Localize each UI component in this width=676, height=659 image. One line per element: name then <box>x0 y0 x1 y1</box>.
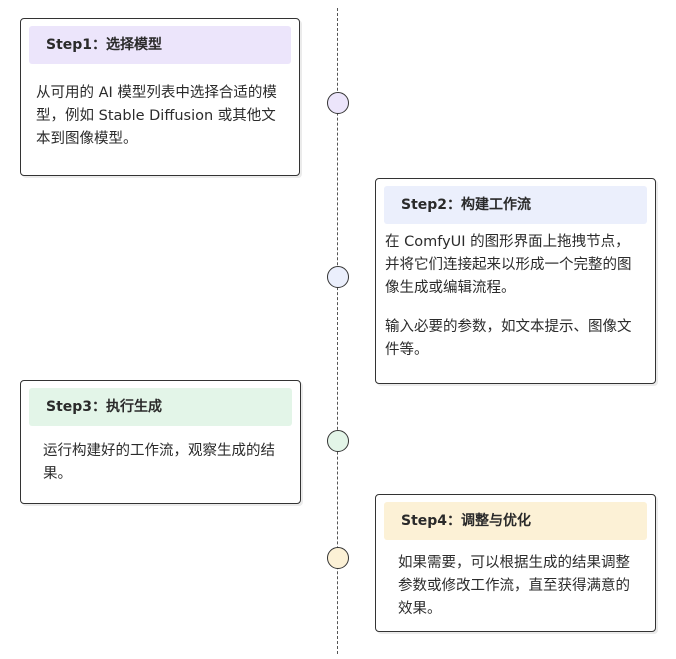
step-paragraph: 输入必要的参数，如文本提示、图像文件等。 <box>385 319 632 358</box>
timeline-node-step2 <box>327 266 349 288</box>
step-paragraph: 在 ComfyUI 的图形界面上拖拽节点，并将它们连接起来以形成一个完整的图像生… <box>385 234 632 296</box>
step-description: 如果需要，可以根据生成的结果调整参数或修改工作流，直至获得满意的效果。 <box>398 552 637 621</box>
step-description: 在 ComfyUI 的图形界面上拖拽节点，并将它们连接起来以形成一个完整的图像生… <box>385 231 643 362</box>
step-paragraph: 运行构建好的工作流，观察生成的结果。 <box>43 443 275 482</box>
timeline-node-step3 <box>327 430 349 452</box>
timeline-node-step4 <box>327 547 349 569</box>
step-card-4: Step4：调整与优化 如果需要，可以根据生成的结果调整参数或修改工作流，直至获… <box>375 494 656 632</box>
step-title: Step3：执行生成 <box>29 388 292 426</box>
step-card-3: Step3：执行生成 运行构建好的工作流，观察生成的结果。 <box>20 380 301 504</box>
step-paragraph: 从可用的 AI 模型列表中选择合适的模型，例如 Stable Diffusion… <box>36 85 277 147</box>
step-title: Step1：选择模型 <box>29 26 291 64</box>
step-description: 从可用的 AI 模型列表中选择合适的模型，例如 Stable Diffusion… <box>36 82 285 151</box>
step-description: 运行构建好的工作流，观察生成的结果。 <box>43 440 276 486</box>
step-card-1: Step1：选择模型 从可用的 AI 模型列表中选择合适的模型，例如 Stabl… <box>20 18 300 176</box>
step-title: Step2：构建工作流 <box>384 186 647 224</box>
timeline-node-step1 <box>327 92 349 114</box>
timeline-line <box>337 8 338 654</box>
step-card-2: Step2：构建工作流 在 ComfyUI 的图形界面上拖拽节点，并将它们连接起… <box>375 178 656 384</box>
step-paragraph: 如果需要，可以根据生成的结果调整参数或修改工作流，直至获得满意的效果。 <box>398 555 630 617</box>
step-title: Step4：调整与优化 <box>384 502 647 540</box>
